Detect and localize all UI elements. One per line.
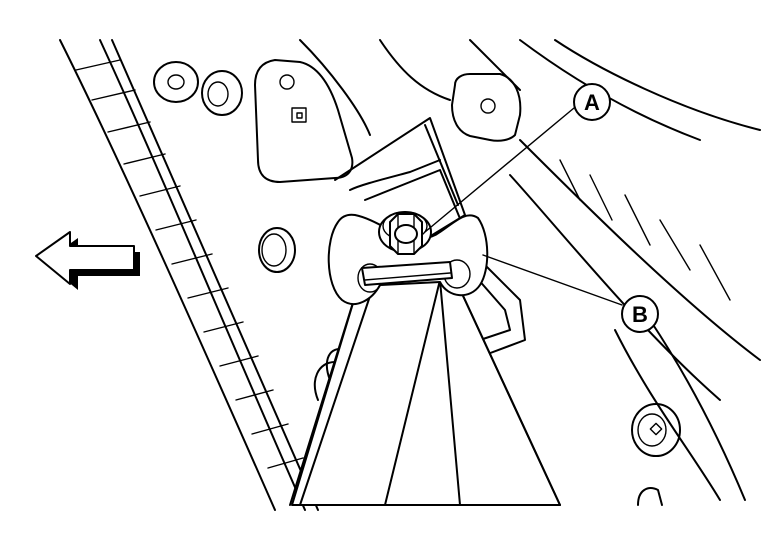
body-panel <box>254 39 761 183</box>
seat-belt-anchor <box>327 213 489 305</box>
callout-a: A <box>573 83 611 121</box>
seat-belt-webbing <box>289 271 561 506</box>
callout-a-label: A <box>584 90 600 115</box>
callout-b: B <box>621 295 659 333</box>
mounting-bosses <box>153 61 296 273</box>
callout-leaders <box>424 107 623 306</box>
pillar-trim-strip <box>59 39 319 511</box>
callout-b-label: B <box>632 302 648 327</box>
arrow-left-icon <box>35 231 140 290</box>
anchor-bolt <box>378 211 432 255</box>
